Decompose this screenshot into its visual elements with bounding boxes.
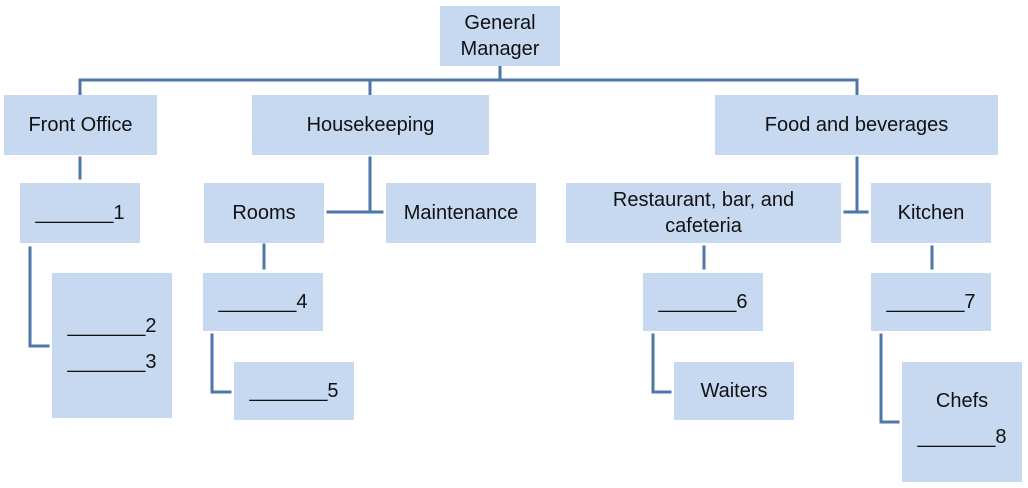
node-front-office: Front Office bbox=[4, 95, 157, 155]
node-housekeeping-label: Housekeeping bbox=[306, 114, 435, 136]
node-restaurant-line2: cafeteria bbox=[665, 215, 742, 237]
node-chefs-label: Chefs bbox=[935, 390, 989, 412]
node-blank-6: _______6 bbox=[643, 273, 763, 331]
node-blank-6-label: _______6 bbox=[658, 291, 748, 313]
node-maintenance: Maintenance bbox=[386, 183, 536, 243]
node-restaurant-line1: Restaurant, bar, and bbox=[612, 189, 795, 211]
node-blank-7: _______7 bbox=[871, 273, 991, 331]
node-general-manager: General Manager bbox=[440, 6, 560, 66]
node-restaurant: Restaurant, bar, and cafeteria bbox=[566, 183, 841, 243]
node-blank-7-label: _______7 bbox=[886, 291, 976, 313]
node-food-beverages: Food and beverages bbox=[715, 95, 998, 155]
node-blank-5-label: _______5 bbox=[249, 380, 339, 402]
node-general-manager-line1: General bbox=[464, 12, 536, 34]
node-blank-4: _______4 bbox=[203, 273, 323, 331]
node-blank-4-label: _______4 bbox=[218, 291, 308, 313]
node-blank-1: _______1 bbox=[20, 183, 140, 243]
node-blank-2-3: _______2 _______3 bbox=[52, 273, 172, 418]
node-waiters: Waiters bbox=[674, 362, 794, 420]
node-maintenance-label: Maintenance bbox=[403, 202, 519, 224]
node-general-manager-line2: Manager bbox=[460, 38, 540, 60]
node-blank-3-label: _______3 bbox=[67, 351, 157, 373]
node-blank-1-label: _______1 bbox=[35, 202, 125, 224]
node-housekeeping: Housekeeping bbox=[252, 95, 489, 155]
node-waiters-label: Waiters bbox=[700, 380, 768, 402]
node-blank-5: _______5 bbox=[234, 362, 354, 420]
node-rooms-label: Rooms bbox=[232, 202, 296, 224]
node-blank-2-label: _______2 bbox=[67, 315, 157, 337]
node-kitchen-label: Kitchen bbox=[897, 202, 965, 224]
node-front-office-label: Front Office bbox=[28, 114, 133, 136]
node-food-beverages-label: Food and beverages bbox=[764, 114, 949, 136]
node-kitchen: Kitchen bbox=[871, 183, 991, 243]
node-chefs: Chefs _______8 bbox=[902, 362, 1022, 482]
node-rooms: Rooms bbox=[204, 183, 324, 243]
node-blank-8-label: _______8 bbox=[917, 426, 1007, 448]
